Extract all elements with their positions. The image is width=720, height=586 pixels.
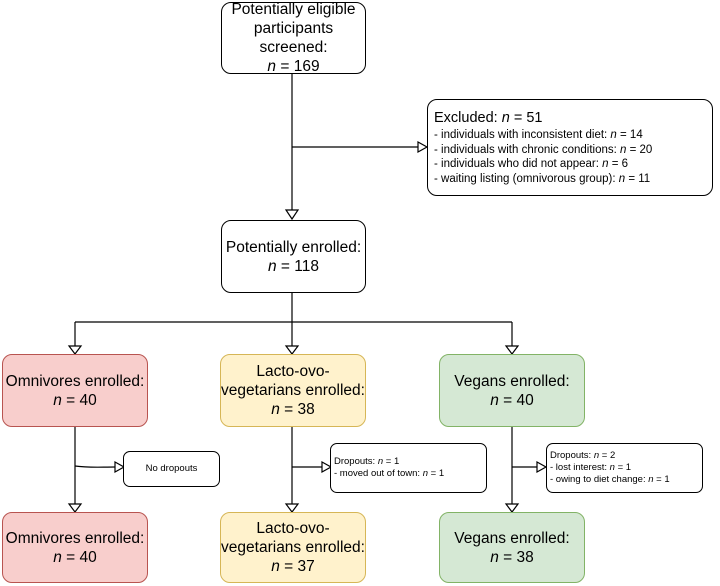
screened-line1: Potentially eligible — [231, 1, 356, 18]
lacto-dropout-box: Dropouts: n = 1 - moved out of town: n =… — [330, 443, 487, 493]
arrowhead-omnivores-dropout — [114, 460, 126, 474]
omnivores-dropout-text: No dropouts — [145, 463, 198, 474]
vegans-start-label: Vegans enrolled: — [454, 372, 570, 390]
arrowhead-vegans — [504, 345, 520, 355]
lacto-start-line1: Lacto-ovo- — [256, 363, 330, 380]
lacto-end-count: n = 37 — [271, 558, 315, 575]
omnivores-end-label: Omnivores enrolled: — [5, 529, 145, 547]
lacto-start-count: n = 38 — [271, 401, 315, 418]
enrolled-count: n = 118 — [267, 257, 319, 275]
excluded-item: - individuals with inconsistent diet: n … — [434, 129, 643, 141]
arrowhead-omnivores-end — [67, 503, 83, 513]
lacto-end-box: Lacto-ovo- vegetarians enrolled: n = 37 — [220, 512, 366, 583]
arrowhead-lacto — [284, 345, 300, 355]
arrowhead-excluded — [417, 140, 429, 154]
omnivores-dropout-box: No dropouts — [123, 451, 220, 487]
lacto-start-box: Lacto-ovo- vegetarians enrolled: n = 38 — [220, 354, 366, 427]
omnivores-start-count: n = 40 — [53, 391, 97, 409]
enrolled-line1: Potentially enrolled: — [225, 238, 362, 256]
arrowhead-enrolled — [284, 209, 300, 221]
arrowhead-vegans-end — [504, 503, 520, 513]
screened-box: Potentially eligible participants screen… — [221, 1, 366, 75]
excluded-box: Excluded: n = 51 - individuals with inco… — [427, 99, 713, 196]
omnivores-start-label: Omnivores enrolled: — [5, 372, 145, 390]
vegans-start-box: Vegans enrolled: n = 40 — [439, 354, 585, 427]
arrowhead-vegans-dropout — [536, 460, 548, 474]
screened-count: n = 169 — [267, 58, 320, 75]
vegans-end-box: Vegans enrolled: n = 38 — [439, 512, 585, 583]
lacto-end-line1: Lacto-ovo- — [256, 520, 330, 537]
excluded-item: - waiting listing (omnivorous group): n … — [434, 172, 651, 185]
omnivores-start-box: Omnivores enrolled: n = 40 — [2, 354, 148, 427]
enrolled-box: Potentially enrolled: n = 118 — [221, 220, 366, 293]
vegans-dropout-item: - owing to diet change: n = 1 — [550, 474, 670, 485]
vegans-start-count: n = 40 — [490, 391, 534, 409]
vegans-end-count: n = 38 — [490, 548, 534, 566]
lacto-dropout-title: Dropouts: n = 1 — [334, 456, 400, 467]
omnivores-end-box: Omnivores enrolled: n = 40 — [2, 512, 148, 583]
excluded-item: - individuals with chronic conditions: n… — [434, 143, 653, 156]
lacto-start-line2: vegetarians enrolled: — [221, 382, 365, 399]
lacto-end-line2: vegetarians enrolled: — [221, 539, 365, 556]
excluded-item: - individuals who did not appear: n = 6 — [434, 158, 629, 170]
connector-omnivores-dropout — [74, 465, 116, 468]
vegans-dropout-box: Dropouts: n = 2 - lost interest: n = 1 -… — [546, 443, 703, 493]
vegans-dropout-title: Dropouts: n = 2 — [550, 450, 616, 461]
vegans-end-label: Vegans enrolled: — [454, 529, 570, 547]
arrowhead-lacto-dropout — [321, 460, 333, 474]
lacto-dropout-item: - moved out of town: n = 1 — [334, 468, 445, 479]
arrowhead-lacto-end — [284, 503, 300, 513]
screened-line2: participants screened: — [253, 20, 334, 56]
arrowhead-omnivores — [67, 345, 83, 355]
omnivores-end-count: n = 40 — [53, 548, 97, 566]
excluded-title: Excluded: n = 51 — [434, 110, 543, 126]
vegans-dropout-item: - lost interest: n = 1 — [550, 462, 632, 473]
